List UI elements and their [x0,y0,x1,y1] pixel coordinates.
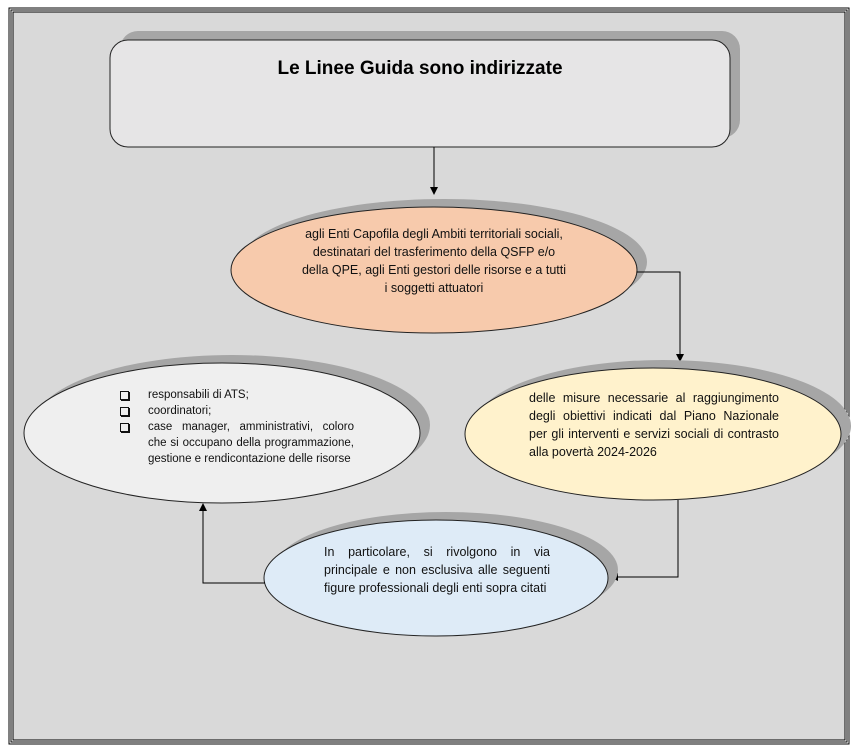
figure-list: responsabili di ATS; coordinatori; case … [120,387,354,467]
enti-text: agli Enti Capofila degli Ambiti territor… [301,227,567,295]
node-figure [23,362,421,504]
node-enti [230,206,638,334]
checkbox-bullet-icon [120,407,129,416]
arrow-3 [610,500,679,581]
checkbox-bullet-icon [120,391,129,400]
checkbox-bullet-icon [120,423,129,432]
list-item: responsabili di ATS; [120,387,354,403]
misure-text: delle misure necessarie al raggiungiment… [529,391,779,459]
list-item: coordinatori; [120,403,354,419]
list-item-text: responsabili di ATS; [148,389,249,401]
title-box [109,39,731,148]
frame-border [8,7,850,745]
particolare-text: In particolare, si rivolgono in via prin… [324,545,550,595]
arrow-2 [637,271,684,362]
title: Le Linee Guida sono indirizzate [277,58,563,79]
list-item: case manager, amministrativi, coloro che… [120,419,354,467]
node-particolare [263,519,609,637]
arrow-4 [199,503,265,584]
list-item-text: case manager, amministrativi, coloro che… [148,421,354,465]
list-item-text: coordinatori; [148,405,212,417]
node-misure [464,367,842,501]
